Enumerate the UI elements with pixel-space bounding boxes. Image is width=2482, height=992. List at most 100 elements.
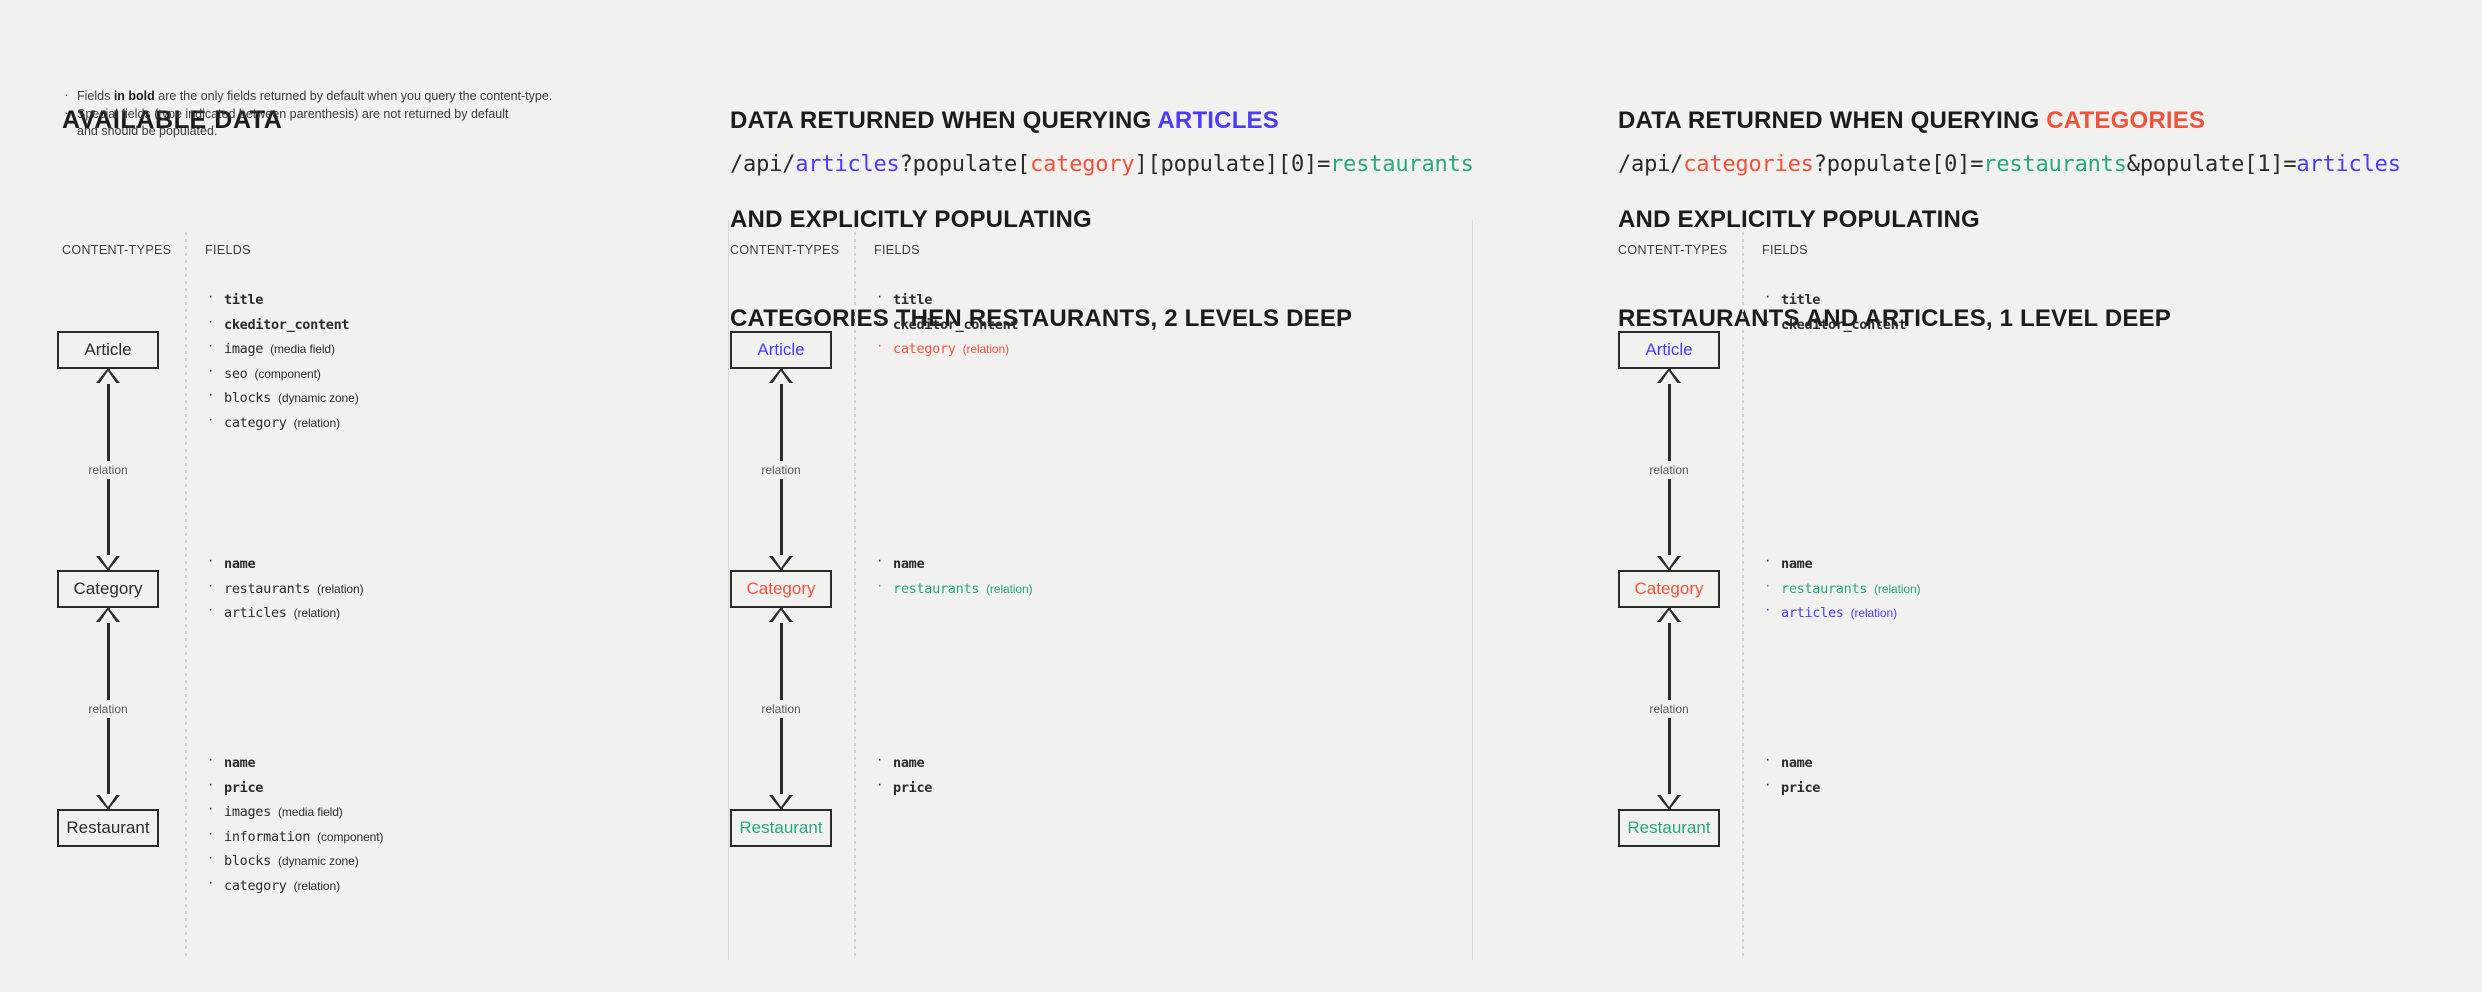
title-line: DATA RETURNED WHEN QUERYING CATEGORIES bbox=[1618, 104, 2205, 137]
relation-label: relation bbox=[84, 460, 132, 479]
column-label-fields: FIELDS bbox=[874, 243, 920, 257]
field-type: (media field) bbox=[277, 805, 343, 819]
field-row: blocks(dynamic zone) bbox=[205, 387, 359, 406]
api-url-segment: restaurants bbox=[1983, 152, 2127, 177]
relation-connector-article-category: relation bbox=[77, 368, 139, 571]
entity-box-article[interactable]: Article bbox=[57, 331, 159, 369]
field-name: information bbox=[224, 828, 311, 845]
field-row: price bbox=[205, 777, 383, 796]
field-name: title bbox=[224, 292, 264, 308]
panel-articles-query: DATA RETURNED WHEN QUERYING ARTICLES AND… bbox=[730, 0, 1500, 992]
field-name: restaurants bbox=[1781, 580, 1868, 597]
entity-box-label: Category bbox=[746, 579, 816, 598]
entity-box-article[interactable]: Article bbox=[1618, 331, 1720, 369]
arrow-down-icon bbox=[1657, 794, 1681, 810]
relation-connector-category-restaurant: relation bbox=[1638, 607, 1700, 810]
entity-box-label: Restaurant bbox=[1627, 818, 1711, 837]
relation-label: relation bbox=[757, 460, 805, 479]
field-type: (relation) bbox=[1874, 581, 1921, 596]
field-row: articles(relation) bbox=[205, 602, 363, 621]
field-type: (relation) bbox=[293, 415, 340, 430]
field-row: name bbox=[874, 553, 1032, 572]
entity-box-category[interactable]: Category bbox=[57, 570, 159, 608]
field-row: name bbox=[205, 752, 383, 771]
arrow-down-icon bbox=[96, 555, 120, 571]
title-line: AND EXPLICITLY POPULATING bbox=[1618, 206, 1980, 233]
field-row: category(relation) bbox=[874, 338, 1018, 357]
field-row: price bbox=[874, 777, 933, 796]
field-name: price bbox=[893, 779, 933, 796]
api-url-segment: category bbox=[1030, 152, 1135, 177]
field-type: (relation) bbox=[962, 342, 1009, 356]
relation-connector-category-restaurant: relation bbox=[77, 607, 139, 810]
field-group-restaurant: nameprice bbox=[1762, 752, 1820, 804]
api-url-segment: ?populate[ bbox=[899, 152, 1031, 177]
field-row: articles (relation) bbox=[1762, 602, 1920, 621]
notes-list: Fields in bold are the only fields retur… bbox=[62, 86, 552, 141]
field-row: name bbox=[1762, 752, 1820, 771]
arrow-down-icon bbox=[769, 794, 793, 810]
field-name: articles bbox=[1781, 605, 1844, 621]
title-line: DATA RETURNED WHEN QUERYING ARTICLES bbox=[730, 104, 1352, 137]
api-url-segment: restaurants bbox=[1330, 152, 1474, 177]
field-type: (component) bbox=[254, 366, 321, 381]
api-url-categories: /api/categories?populate[0]=restaurants&… bbox=[1618, 152, 2401, 177]
field-row: title bbox=[874, 289, 1018, 308]
field-row: name bbox=[874, 752, 932, 771]
field-name: seo bbox=[224, 365, 248, 382]
field-group-category: namerestaurants(relation)articles(relati… bbox=[1762, 553, 1921, 630]
entity-box-restaurant[interactable]: Restaurant bbox=[1618, 809, 1720, 847]
note-text-suffix: Special fields (type indicated between p… bbox=[77, 107, 509, 138]
field-name: name bbox=[893, 755, 925, 771]
field-type: (relation) bbox=[1850, 606, 1897, 620]
arrow-down-icon bbox=[769, 555, 793, 571]
relation-connector-article-category: relation bbox=[750, 368, 812, 571]
field-type: (component) bbox=[317, 829, 384, 844]
field-row: restaurants (relation) bbox=[1762, 578, 1921, 597]
note-text-prefix: Fields bbox=[77, 89, 114, 103]
api-url-articles: /api/articles?populate[category][populat… bbox=[730, 152, 1474, 177]
arrow-up-icon bbox=[1657, 607, 1681, 623]
column-dotted-divider bbox=[185, 232, 187, 957]
entity-box-label: Category bbox=[73, 579, 143, 598]
entity-box-label: Article bbox=[1645, 340, 1693, 359]
field-type: (relation) bbox=[293, 606, 340, 620]
relation-connector-article-category: relation bbox=[1638, 368, 1700, 571]
field-name: blocks bbox=[224, 853, 271, 869]
column-label-content-types: CONTENT-TYPES bbox=[1618, 243, 1728, 257]
panel-divider bbox=[728, 220, 729, 960]
entity-box-restaurant[interactable]: Restaurant bbox=[57, 809, 159, 847]
column-label-content-types: CONTENT-TYPES bbox=[730, 243, 840, 257]
column-dotted-divider bbox=[854, 232, 856, 957]
entity-box-restaurant[interactable]: Restaurant bbox=[730, 809, 832, 847]
field-row: category(relation) bbox=[205, 875, 383, 894]
field-row: title bbox=[205, 289, 359, 308]
note-item: Fields in bold are the only fields retur… bbox=[62, 86, 552, 105]
field-row: ckeditor_content bbox=[874, 314, 1019, 333]
panel-title-articles: DATA RETURNED WHEN QUERYING ARTICLES AND… bbox=[730, 38, 1352, 401]
field-row: blocks (dynamic zone) bbox=[205, 850, 383, 869]
api-url-segment: &populate[1]= bbox=[2126, 152, 2297, 177]
entity-box-category[interactable]: Category bbox=[1618, 570, 1720, 608]
entity-box-article[interactable]: Article bbox=[730, 331, 832, 369]
field-type: (relation) bbox=[317, 581, 364, 596]
arrow-up-icon bbox=[96, 607, 120, 623]
arrow-up-icon bbox=[96, 368, 120, 384]
panel-categories-query: DATA RETURNED WHEN QUERYING CATEGORIES A… bbox=[1500, 0, 2482, 992]
relation-label: relation bbox=[1645, 460, 1693, 479]
field-type: (relation) bbox=[293, 878, 340, 893]
title-line: AND EXPLICITLY POPULATING bbox=[730, 206, 1092, 233]
field-group-article: titleckeditor_content bbox=[1762, 289, 1907, 341]
api-url-segment: /api/ bbox=[1618, 152, 1684, 177]
arrow-down-icon bbox=[1657, 555, 1681, 571]
field-type: (dynamic zone) bbox=[277, 854, 359, 868]
api-url-segment: categories bbox=[1683, 152, 1814, 177]
relation-connector-category-restaurant: relation bbox=[750, 607, 812, 810]
field-row: restaurants(relation) bbox=[205, 578, 364, 597]
entity-box-category[interactable]: Category bbox=[730, 570, 832, 608]
field-group-restaurant: namepriceimages(media field)information(… bbox=[205, 752, 384, 902]
field-name: category bbox=[224, 414, 287, 431]
field-type: (media field) bbox=[270, 342, 335, 356]
api-url-segment: articles bbox=[2296, 152, 2401, 177]
arrow-down-icon bbox=[96, 794, 120, 810]
